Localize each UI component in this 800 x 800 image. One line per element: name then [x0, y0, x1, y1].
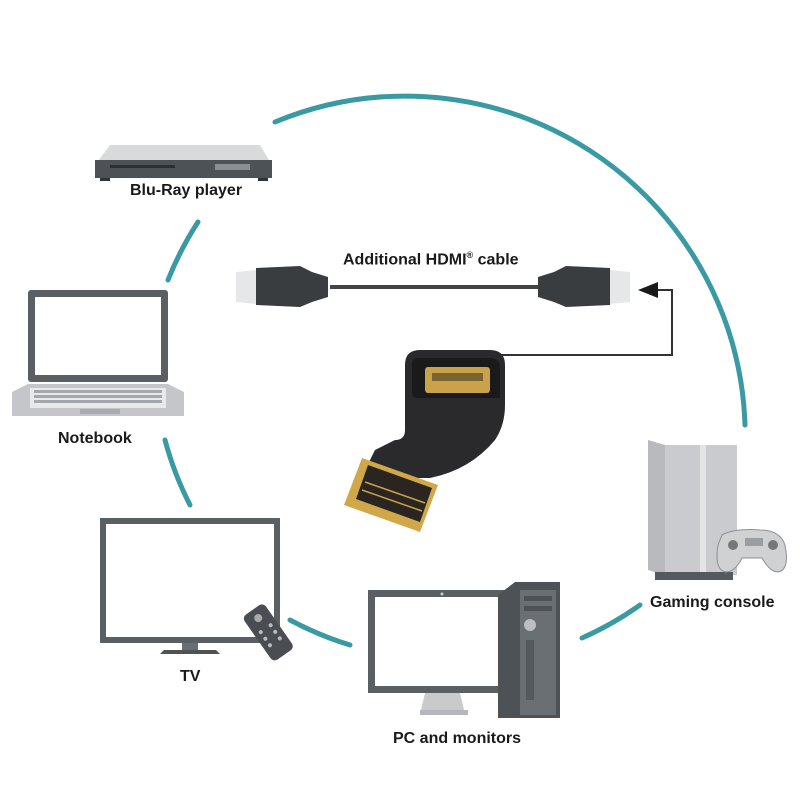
- hdmi-adapter-icon: [344, 350, 505, 532]
- cable-label-main: Additional HDMI: [343, 251, 467, 269]
- pc-monitor-icon: [368, 582, 560, 718]
- cable-label-tail: cable: [473, 251, 519, 269]
- remote-control-icon: [243, 604, 293, 661]
- ring-arc-top: [272, 93, 748, 428]
- label-bluray-player: Blu-Ray player: [130, 182, 243, 199]
- label-hdmi-cable: Additional HDMI® cable: [343, 250, 519, 269]
- ring-arc-bottom-right: [579, 602, 643, 641]
- notebook-icon: [12, 290, 184, 416]
- bluray-player-icon: [95, 145, 272, 181]
- ring-arc-left: [165, 219, 201, 283]
- registered-mark: ®: [466, 250, 474, 260]
- tv-icon: [100, 518, 293, 661]
- label-notebook: Notebook: [58, 430, 132, 447]
- gamepad-icon: [716, 529, 787, 573]
- label-tv: TV: [180, 668, 201, 685]
- hdmi-cable-icon: [236, 266, 630, 307]
- connection-ring: [162, 93, 748, 648]
- arrow-head-icon: [638, 282, 658, 298]
- gaming-console-icon: [648, 440, 787, 580]
- label-gaming-console: Gaming console: [650, 594, 775, 611]
- label-pc-monitors: PC and monitors: [393, 730, 522, 747]
- arrow-connector: [500, 289, 673, 356]
- ring-arc-bottom-left: [287, 617, 353, 648]
- ring-arc-left-lower: [162, 437, 193, 508]
